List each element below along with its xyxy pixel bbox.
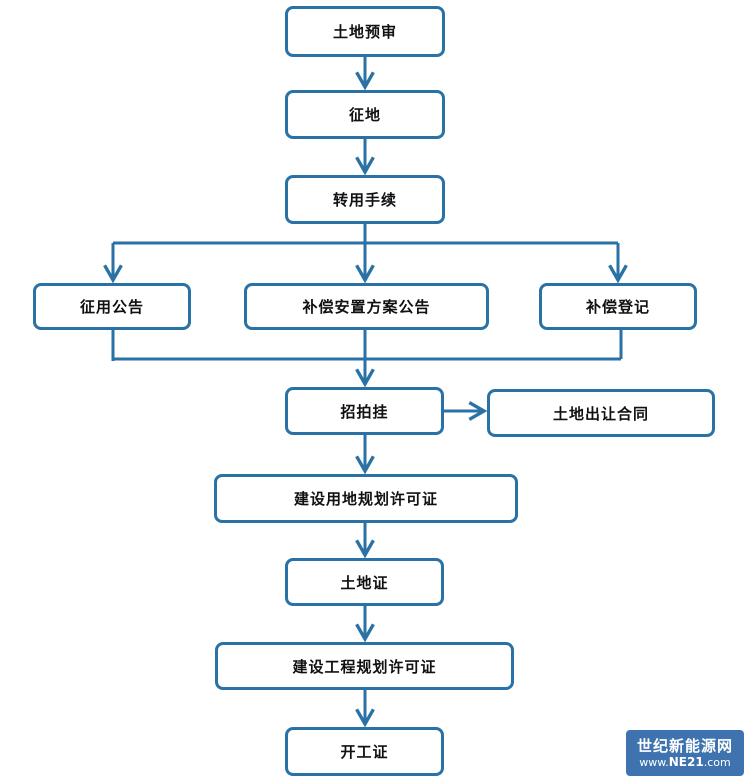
node-construction-planning-permit: 建设工程规划许可证	[215, 642, 514, 690]
node-land-certificate: 土地证	[285, 558, 444, 606]
node-label: 土地预审	[332, 23, 397, 41]
watermark-url: www.NE21.com	[639, 755, 730, 770]
node-label: 补偿安置方案公告	[302, 298, 431, 316]
node-construction-start-permit: 开工证	[285, 727, 444, 776]
node-acquisition-notice: 征用公告	[33, 283, 191, 330]
watermark-url-prefix: www.	[639, 755, 669, 769]
node-land-acquisition: 征地	[285, 90, 445, 139]
node-label: 建设工程规划许可证	[292, 657, 437, 676]
node-label: 招拍挂	[340, 402, 389, 421]
node-label: 征地	[348, 106, 381, 124]
node-compensation-registration: 补偿登记	[539, 283, 697, 330]
node-compensation-resettlement-notice: 补偿安置方案公告	[244, 283, 489, 330]
watermark-url-suffix: .com	[703, 755, 731, 769]
node-label: 土地证	[340, 573, 389, 592]
node-label: 土地出让合同	[552, 404, 649, 423]
watermark-title: 世纪新能源网	[636, 736, 733, 755]
watermark-url-brand: NE21	[668, 754, 704, 769]
watermark-logo: 世纪新能源网 www.NE21.com	[626, 730, 744, 776]
node-conversion-procedures: 转用手续	[285, 175, 445, 224]
node-label: 征用公告	[79, 298, 144, 316]
node-label: 开工证	[340, 743, 389, 761]
node-label: 转用手续	[332, 191, 397, 209]
node-label: 建设用地规划许可证	[293, 490, 438, 508]
node-label: 补偿登记	[585, 298, 650, 316]
node-land-transfer-contract: 土地出让合同	[487, 389, 715, 437]
node-land-use-planning-permit: 建设用地规划许可证	[214, 474, 518, 523]
node-land-pre-review: 土地预审	[285, 6, 445, 57]
node-auction-listing: 招拍挂	[285, 387, 444, 435]
